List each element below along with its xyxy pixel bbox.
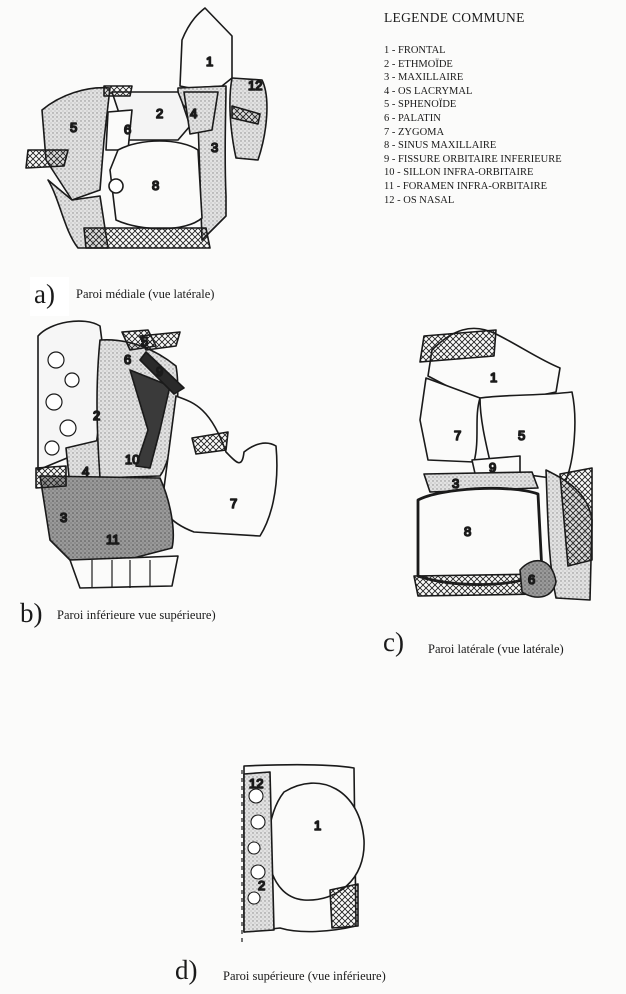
ethmoid-cell [45,441,59,455]
svg-text:4: 4 [82,464,89,479]
frontal-dome [268,783,364,900]
legend-list: 1 - FRONTAL 2 - ETHMOÏDE 3 - MAXILLAIRE … [384,44,562,207]
ethmoid-cell [46,394,62,410]
ethmoid-cell [251,815,265,829]
panel-d-letter: d) [175,955,198,986]
ethmoid-cell [248,842,260,854]
ethmoid-cell [60,420,76,436]
foramen-circle [109,179,123,193]
inferior-hatch [36,466,66,488]
svg-text:6: 6 [124,122,131,137]
panel-d-caption: Paroi supérieure (vue inférieure) [223,969,386,984]
diagram-panel-d: 12 1 2 [242,765,364,944]
ethmoid-cell [65,373,79,387]
svg-text:5: 5 [141,334,148,349]
svg-text:9: 9 [489,460,496,475]
svg-text:10: 10 [125,452,139,467]
svg-text:1: 1 [314,818,321,833]
panel-b-letter: b) [20,598,43,629]
svg-text:1: 1 [490,370,497,385]
svg-text:12: 12 [248,78,262,93]
alveolar-teeth [70,556,178,588]
legend-item: 3 - MAXILLAIRE [384,71,562,85]
legend-item: 4 - OS LACRYMAL [384,85,562,99]
zygoma-region [163,396,277,536]
legend-item: 9 - FISSURE ORBITAIRE INFERIEURE [384,153,562,167]
svg-text:3: 3 [452,476,459,491]
svg-text:5: 5 [518,428,525,443]
upper-hatch [104,86,132,96]
legend-item: 10 - SILLON INFRA-ORBITAIRE [384,166,562,180]
panel-c-letter: c) [383,627,404,658]
svg-text:3: 3 [211,140,218,155]
legend-item: 2 - ETHMOÏDE [384,58,562,72]
ethmoid-cell [251,865,265,879]
svg-text:12: 12 [249,776,263,791]
diagram-panel-b: 5 6 9 2 10 4 7 3 11 [36,321,277,588]
svg-text:8: 8 [152,178,159,193]
svg-text:7: 7 [230,496,237,511]
panel-a-caption: Paroi médiale (vue latérale) [76,287,214,302]
diagram-panel-a: 1 12 2 4 5 6 3 8 [26,8,267,248]
svg-text:3: 3 [60,510,67,525]
svg-text:6: 6 [124,352,131,367]
ethmoid-cell [48,352,64,368]
legend-item: 5 - SPHENOÏDE [384,98,562,112]
diagram-panel-c: 1 7 5 9 3 8 6 [414,328,592,600]
legend-item: 1 - FRONTAL [384,44,562,58]
panel-c-caption: Paroi latérale (vue latérale) [428,642,564,657]
legend-item: 8 - SINUS MAXILLAIRE [384,139,562,153]
legend-item: 12 - OS NASAL [384,194,562,208]
svg-text:1: 1 [206,54,213,69]
svg-text:7: 7 [454,428,461,443]
ethmoid-cell [249,789,263,803]
panel-b-caption: Paroi inférieure vue supérieure) [57,608,216,623]
legend-item: 6 - PALATIN [384,112,562,126]
svg-text:9: 9 [156,364,163,379]
svg-text:2: 2 [156,106,163,121]
frontal-edge-hatch [330,884,358,928]
palatine-region [520,561,556,597]
panel-a-letter: a) [30,277,69,316]
svg-text:2: 2 [258,878,265,893]
svg-text:5: 5 [70,120,77,135]
svg-text:4: 4 [190,106,197,121]
svg-text:2: 2 [93,408,100,423]
frontal-bone-region [180,8,232,88]
orbital-floor-hatch [26,150,68,168]
legend-title: LEGENDE COMMUNE [384,10,525,26]
svg-text:8: 8 [464,524,471,539]
palate-hatch [84,228,210,248]
frontal-rim-hatch [420,330,496,362]
legend-item: 11 - FORAMEN INFRA-ORBITAIRE [384,180,562,194]
ethmoid-cell [248,892,260,904]
svg-text:6: 6 [528,572,535,587]
svg-text:11: 11 [106,532,120,547]
legend-item: 7 - ZYGOMA [384,126,562,140]
